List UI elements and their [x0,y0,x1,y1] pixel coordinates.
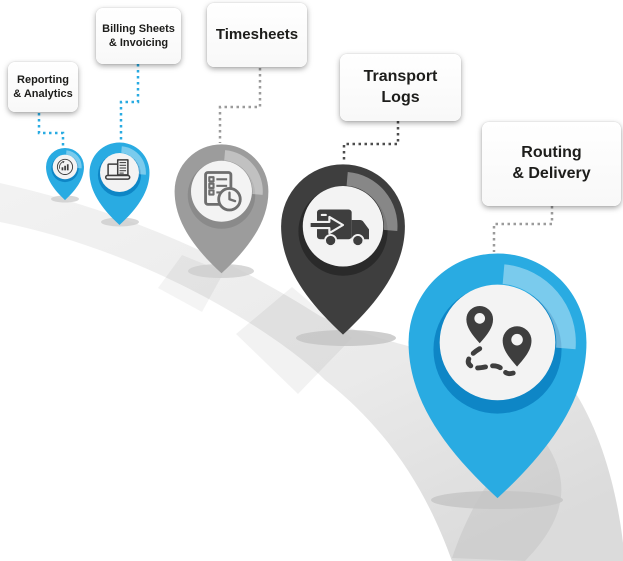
pin-gloss-highlight [224,150,263,195]
connector-timesheets [218,68,262,143]
connector-routing-delivery [492,206,554,252]
label-card-transport-logs: Transport Logs [340,54,461,121]
pin-billing-invoicing [89,142,150,225]
pin-timesheets [174,144,269,274]
label-card-timesheets: Timesheets [207,3,307,67]
step-label-line: Transport [363,67,438,85]
connector-billing-invoicing [119,64,140,143]
step-label-line: Reporting [17,73,69,86]
label-card-billing-invoicing: Billing Sheets & Invoicing [96,8,181,64]
connector-transport-logs [342,121,400,163]
step-label-line: & Analytics [13,88,73,100]
pin-routing-delivery [408,253,587,499]
timesheet-clock-icon [204,171,242,212]
step-label-line: & Invoicing [108,37,169,49]
label-card-reporting-analytics: Reporting & Analytics [8,62,78,112]
step-label-line: Billing Sheets [102,22,175,35]
step-label-line: Logs [381,88,420,106]
step-label-line: & Delivery [512,165,591,182]
pin4-ground-shadow [296,330,396,346]
connector-reporting-analytics [37,113,65,148]
pin-gloss-highlight [121,146,146,175]
pin5-ground-shadow [431,491,563,509]
pin-gloss-highlight [346,171,398,232]
label-card-routing-delivery: Routing & Delivery [482,122,621,206]
pin-transport-logs [281,164,405,335]
pin-reporting-analytics [46,147,84,201]
analytics-chart-icon [56,158,74,175]
billing-laptop-icon [104,159,131,180]
step-label-line: Timesheets [215,26,299,44]
routing-pins-icon [465,305,532,377]
transport-truck-icon [308,209,369,247]
pin-gloss-highlight [66,150,82,169]
pin-face [439,284,556,401]
pin-gloss-highlight [502,264,576,350]
step-label-line: Routing [521,144,582,162]
